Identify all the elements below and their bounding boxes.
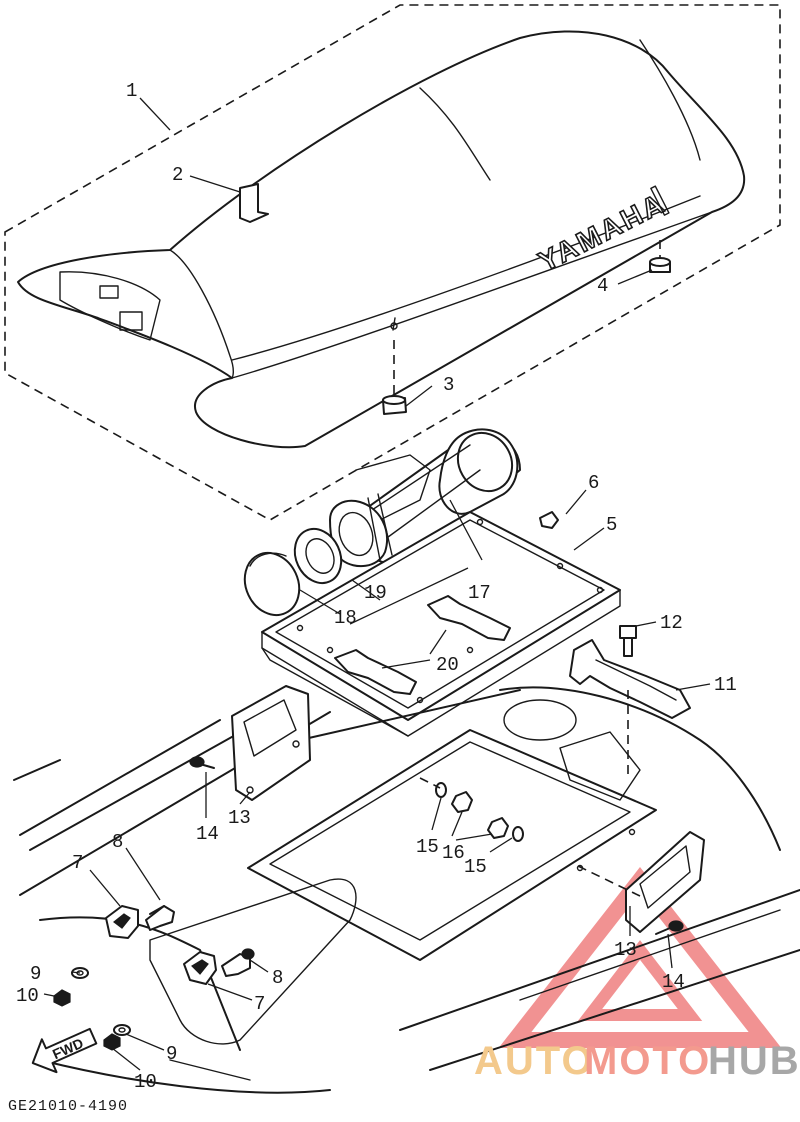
watermark-moto: MOTO bbox=[584, 1039, 711, 1083]
callout-2: 2 bbox=[172, 164, 183, 186]
callout-10-right: 10 bbox=[134, 1071, 157, 1093]
bolt-14-left bbox=[189, 756, 215, 769]
callout-7-right: 7 bbox=[254, 993, 265, 1015]
callout-14-left: 14 bbox=[196, 823, 219, 845]
callout-4: 4 bbox=[597, 275, 608, 297]
washer-9-right bbox=[113, 1024, 131, 1036]
callout-6: 6 bbox=[588, 472, 599, 494]
callout-15-right: 15 bbox=[464, 856, 487, 878]
callout-3: 3 bbox=[443, 374, 454, 396]
strap-pads-20 bbox=[334, 595, 511, 695]
drawing-code: GE21010-4190 bbox=[8, 1098, 128, 1115]
callout-8-right: 8 bbox=[272, 967, 283, 989]
rubber-damper-3 bbox=[382, 340, 407, 415]
watermark-triangle-logo bbox=[498, 867, 782, 1048]
bracket-13-left bbox=[231, 685, 311, 801]
watermark-auto: AUTO bbox=[474, 1039, 595, 1083]
leader-lines bbox=[43, 97, 711, 1071]
watermark-text: AUTO MOTO HUB bbox=[474, 1039, 800, 1083]
seat-cushion: YAMAHA bbox=[17, 30, 746, 449]
callout-15-left: 15 bbox=[416, 836, 439, 858]
callout-13-left: 13 bbox=[228, 807, 251, 829]
clamp-7-left bbox=[105, 905, 139, 939]
bolt-14-right bbox=[655, 920, 684, 935]
callout-17: 17 bbox=[468, 582, 491, 604]
callout-12: 12 bbox=[660, 612, 683, 634]
tube-seal-ring bbox=[293, 527, 343, 585]
watermark-hub: HUB bbox=[708, 1039, 800, 1083]
callout-20: 20 bbox=[436, 654, 459, 676]
storage-tube bbox=[329, 428, 521, 568]
callout-8-left: 8 bbox=[112, 831, 123, 853]
clip-6 bbox=[539, 511, 559, 529]
nut-10-left bbox=[53, 989, 71, 1007]
callout-9-left: 9 bbox=[30, 963, 41, 985]
nut-10-right bbox=[103, 1033, 121, 1051]
bolt-8-right bbox=[221, 948, 255, 977]
callout-1: 1 bbox=[126, 80, 137, 102]
callout-11: 11 bbox=[714, 674, 737, 696]
bolt-8-left bbox=[145, 905, 175, 931]
bracket-13-right bbox=[625, 831, 705, 933]
tube-cap bbox=[243, 551, 301, 617]
callout-13-right: 13 bbox=[614, 939, 637, 961]
callout-numbers: 1 2 3 4 5 6 7 7 8 8 9 9 10 10 11 12 13 1… bbox=[16, 80, 737, 1093]
hull-deck bbox=[13, 686, 800, 1094]
callout-10-left: 10 bbox=[16, 985, 39, 1007]
fwd-label: FWD bbox=[50, 1035, 86, 1063]
callout-9-right: 9 bbox=[166, 1043, 177, 1065]
bolt-12 bbox=[619, 625, 637, 657]
callout-7-left: 7 bbox=[72, 852, 83, 874]
washers-15-nuts-16 bbox=[419, 777, 641, 897]
seat-assembly-frame bbox=[4, 4, 781, 521]
callout-18: 18 bbox=[334, 607, 357, 629]
callout-14-right: 14 bbox=[662, 971, 685, 993]
callout-5: 5 bbox=[606, 514, 617, 536]
callout-19: 19 bbox=[364, 582, 387, 604]
hinge-11 bbox=[569, 639, 691, 778]
rubber-damper-4 bbox=[649, 240, 671, 273]
clamp-7-right bbox=[183, 951, 217, 985]
callout-16: 16 bbox=[442, 842, 465, 864]
